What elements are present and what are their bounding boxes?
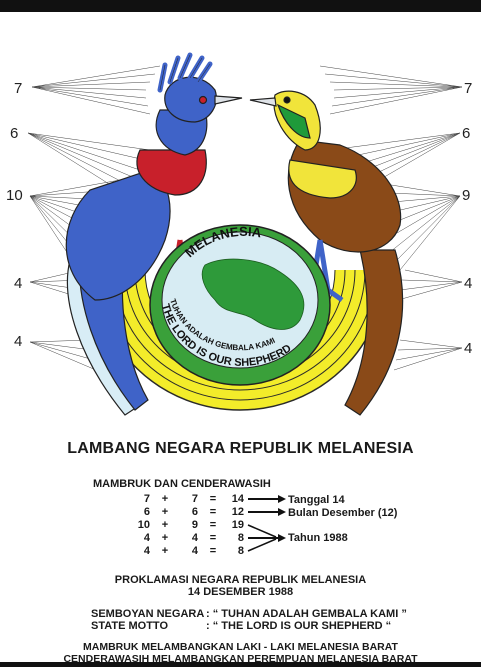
main-title: LAMBANG NEGARA REPUBLIK MELANESIA [67,440,414,457]
right-count-lines [319,65,463,371]
right-count-5: 4 [464,340,472,357]
right-count-4: 4 [464,275,472,292]
right-count-2: 6 [462,125,470,142]
left-count-1: 7 [14,80,22,97]
note-tahun: Tahun 1988 [288,532,348,544]
eq-b: 7 [191,493,198,505]
left-count-2: 6 [10,125,18,142]
proclamation-line-1: PROKLAMASI NEGARA REPUBLIK MELANESIA [114,574,367,586]
eq-result: 14 [231,493,244,505]
left-count-3: 10 [6,187,23,204]
eq-result: 19 [231,519,244,531]
green-shield [149,224,331,386]
eq-result: 12 [231,506,244,518]
eq-equals: = [209,506,217,518]
eq-a: 7 [143,493,150,505]
eq-a: 4 [143,545,150,557]
eq-result: 8 [237,532,244,544]
eq-b: 4 [191,532,198,544]
motto-value-en: : “ THE LORD IS OUR SHEPHERD “ [206,620,392,632]
proclamation-line-2: 14 DESEMBER 1988 [187,586,294,598]
motto-value-id: : “ TUHAN ADALAH GEMBALA KAMI ” [206,608,407,620]
right-count-1: 7 [464,80,472,97]
eq-op: + [161,545,169,557]
state-emblem: 7 6 10 4 4 7 6 9 4 4 [6,52,472,416]
mambruk-bird [65,52,243,416]
subtitle: MAMBRUK DAN CENDERAWASIH [93,478,271,490]
eq-b: 6 [191,506,198,518]
right-count-3: 9 [462,187,470,204]
cenderawasih-bird [249,90,404,416]
eq-b: 4 [191,545,198,557]
eq-a: 4 [143,532,150,544]
left-count-4: 4 [14,275,22,292]
eq-equals: = [209,493,217,505]
eq-op: + [161,519,169,531]
motto-label-id: SEMBOYAN NEGARA [91,608,205,620]
eq-a: 6 [143,506,150,518]
note-tanggal: Tanggal 14 [288,494,345,506]
eq-equals: = [209,532,217,544]
eq-equals: = [209,519,217,531]
eq-op: + [161,493,169,505]
left-count-lines [27,65,161,371]
left-count-5: 4 [14,333,22,350]
motto-label-en: STATE MOTTO [91,620,168,632]
eq-b: 9 [191,519,198,531]
meaning-line-1: MAMBRUK MELAMBANGKAN LAKI - LAKI MELANES… [83,641,398,653]
eq-op: + [161,506,169,518]
equation-arrows [247,495,286,552]
eq-a: 10 [137,519,150,531]
note-bulan: Bulan Desember (12) [288,507,398,519]
top-band [0,0,481,12]
eq-op: + [161,532,169,544]
eq-equals: = [209,545,217,557]
bottom-band [0,662,481,667]
eq-result: 8 [237,545,244,557]
